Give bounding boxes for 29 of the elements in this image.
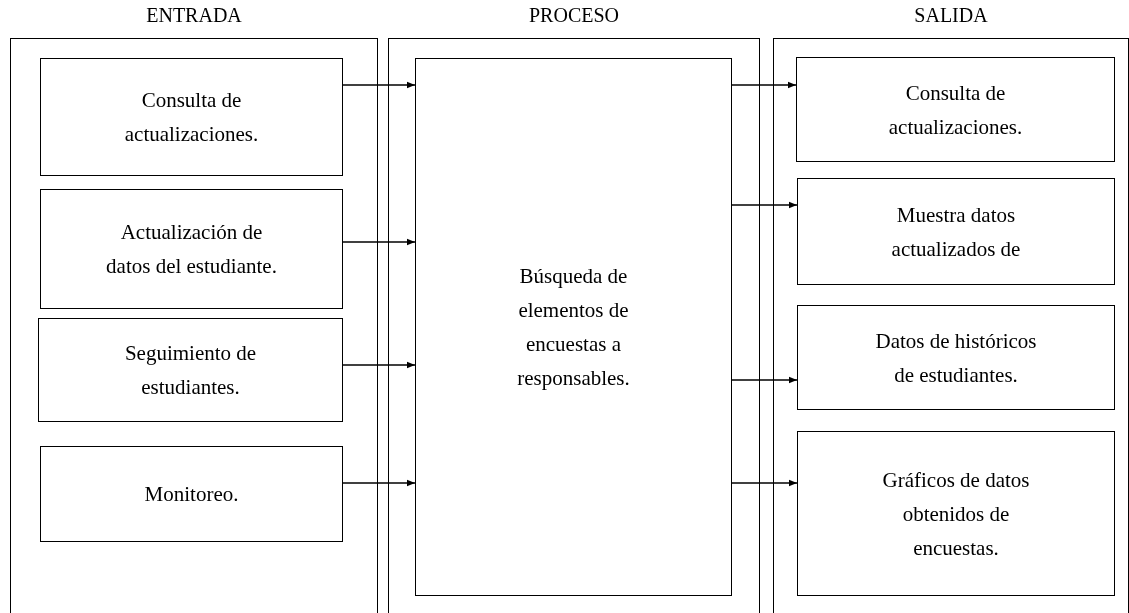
column-heading: PROCESO	[528, 4, 620, 27]
arrow	[731, 479, 798, 487]
column-heading: SALIDA	[913, 4, 989, 27]
box-text: Consulta de actualizaciones.	[887, 79, 1024, 141]
process-box	[797, 431, 1115, 596]
arrow	[342, 361, 416, 369]
process-box	[40, 446, 343, 542]
process-box	[40, 58, 343, 176]
process-box	[797, 305, 1115, 410]
process-box	[797, 178, 1115, 285]
box-text: Muestra datos actualizados de	[890, 201, 1022, 263]
arrow	[731, 201, 798, 209]
arrow	[731, 376, 798, 384]
process-box	[796, 57, 1115, 162]
arrow	[342, 81, 416, 89]
box-text: Búsqueda de elementos de encuestas a responsables.	[516, 263, 631, 392]
box-text: Seguimiento de estudiantes.	[123, 340, 258, 401]
box-text: Consulta de actualizaciones.	[123, 87, 260, 148]
box-text: Monitoreo.	[143, 481, 240, 508]
arrow	[342, 479, 416, 487]
box-text: Datos de históricos de estudiantes.	[874, 327, 1038, 389]
process-box	[415, 58, 732, 596]
box-text: Actualización de datos del estudiante.	[105, 219, 278, 280]
box-text: Gráficos de datos obtenidos de encuestas.	[881, 466, 1031, 562]
process-box	[38, 318, 343, 422]
process-box	[40, 189, 343, 309]
arrow	[342, 238, 416, 246]
column-heading: ENTRADA	[145, 4, 243, 27]
arrow	[731, 81, 797, 89]
